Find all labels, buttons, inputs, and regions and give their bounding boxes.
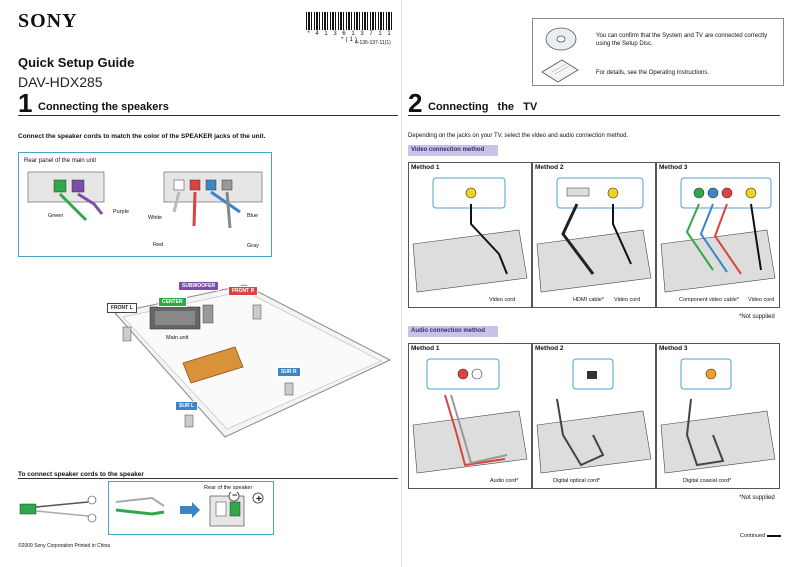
audio-method-1-label: Method 1: [411, 345, 440, 352]
rear-panel-label: Rear panel of the main unit: [24, 158, 97, 164]
tag-front-l: FRONT L: [107, 303, 137, 313]
arrow-right-icon: [767, 534, 782, 537]
cord-label-red: Red: [153, 242, 164, 248]
video-method-1-label: Method 1: [411, 164, 440, 171]
section1-rule: [18, 115, 398, 116]
setup-disc-panel: [532, 18, 784, 86]
audio-m1-caption: Audio cord*: [490, 478, 519, 484]
video-method-2-diagram: [536, 177, 652, 293]
cord-label-purple: Purple: [113, 209, 129, 215]
video-m2-caption-hdmi: HDMI cable*: [573, 297, 604, 303]
label-main-unit: Main unit: [166, 335, 189, 341]
guide-title: Quick Setup Guide: [18, 55, 135, 70]
video-method-1-box: [408, 162, 532, 308]
manual-icon: [541, 59, 579, 83]
audio-method-2-diagram: [536, 358, 652, 474]
connect-cords-header: To connect speaker cords to the speaker: [18, 471, 144, 478]
barcode-bars: [306, 12, 394, 30]
video-method-2-label: Method 2: [535, 164, 564, 171]
cord-end-diagram: [19, 495, 97, 523]
continued-label: Continued: [740, 533, 782, 539]
tag-sur-l: SUR L: [175, 401, 198, 411]
video-m3-caption-component: Component video cable*: [679, 297, 739, 303]
speaker-instruction: Connect the speaker cords to match the c…: [18, 133, 266, 140]
section2-intro: Depending on the jacks on your TV, selec…: [408, 133, 629, 139]
minus-symbol: −: [232, 490, 238, 500]
cord-label-blue: Blue: [247, 213, 259, 219]
plus-symbol: +: [256, 494, 262, 505]
cord-label-gray: Gray: [247, 243, 259, 249]
speaker-connection-diagram: [115, 492, 264, 527]
video-method-3-diagram: [660, 177, 776, 293]
rear-of-speaker-label: Rear of the speaker: [204, 485, 253, 491]
video-method-1-diagram: [412, 177, 528, 293]
section2-number: 2: [408, 88, 423, 118]
tag-front-r: FRONT R: [228, 286, 259, 296]
disc-text-setup: You can confirm that the System and TV a…: [596, 33, 768, 47]
copyright: ©2009 Sony Corporation Printed in China: [18, 543, 111, 549]
continued-text: Continued: [740, 533, 766, 539]
audio-method-3-box: [656, 343, 780, 489]
video-method-2-box: [532, 162, 656, 308]
video-m2-caption-video-cord: Video cord: [614, 297, 641, 303]
audio-m2-caption: Digital optical cord*: [553, 478, 601, 484]
video-not-supplied: *Not supplied: [739, 314, 775, 320]
barcode-number: * 4 1 3 6 1 3 7 1 1 *(1): [307, 31, 393, 43]
fold-line: [401, 0, 402, 567]
audio-method-3-diagram: [660, 358, 776, 474]
audio-not-supplied: *Not supplied: [739, 495, 775, 501]
video-m1-caption-video-cord: Video cord: [489, 297, 516, 303]
tag-sur-r: SUR R: [277, 367, 301, 377]
section1-title: Connecting the speakers: [38, 101, 169, 113]
audio-method-2-box: [532, 343, 656, 489]
model-name: DAV-HDX285: [18, 74, 103, 90]
audio-m3-caption: Digital coaxial cord*: [683, 478, 732, 484]
audio-method-1-box: [408, 343, 532, 489]
cord-label-white: White: [148, 215, 163, 221]
barcode: * 4 1 3 6 1 3 7 1 1 *(1): [306, 12, 394, 43]
room-layout-diagram: [114, 284, 392, 438]
brand-logo: SONY: [18, 10, 78, 32]
tag-center: CENTER: [158, 297, 187, 307]
video-method-3-box: [656, 162, 780, 308]
audio-method-3-label: Method 3: [659, 345, 688, 352]
section2-rule: [408, 115, 780, 116]
section2-title: Connecting the TV: [428, 101, 538, 113]
audio-method-1-diagram: [412, 358, 528, 474]
rear-panel-diagram: [27, 171, 263, 229]
tag-subwoofer: SUBWOOFER: [178, 281, 220, 291]
cord-label-green: Green: [48, 213, 64, 219]
audio-connection-header: Audio connection method: [408, 326, 498, 337]
rear-panel-box: [18, 152, 272, 257]
part-number: 4-136-137-11(1): [355, 40, 391, 46]
disc-text-details: For details, see the Operating Instructi…: [596, 70, 710, 76]
speaker-connection-box: [108, 481, 274, 535]
connect-cords-rule: [18, 478, 398, 479]
disc-icon: [545, 27, 577, 51]
video-method-3-label: Method 3: [659, 164, 688, 171]
section1-number: 1: [18, 88, 33, 118]
video-connection-header: Video connection method: [408, 145, 498, 156]
video-m3-caption-video-cord: Video cord: [748, 297, 775, 303]
audio-method-2-label: Method 2: [535, 345, 564, 352]
